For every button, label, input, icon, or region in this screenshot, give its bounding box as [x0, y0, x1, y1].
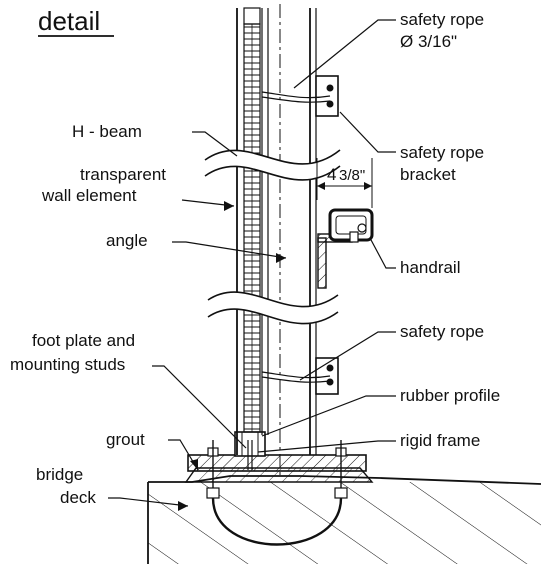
transparent-wall-element: [243, 23, 261, 433]
label-safety-rope-diameter: Ø 3/16": [400, 32, 457, 51]
leader-arrows: [178, 201, 286, 511]
label-bracket-1: safety rope: [400, 143, 484, 162]
label-grout: grout: [106, 430, 145, 449]
label-safety-rope-low: safety rope: [400, 322, 484, 341]
label-rubber-profile: rubber profile: [400, 386, 500, 405]
label-foot-plate-1: foot plate and: [32, 331, 135, 350]
label-angle: angle: [106, 231, 148, 250]
dimension-handrail-offset: 4 3/8": [316, 158, 373, 208]
label-bridge: bridge: [36, 465, 83, 484]
label-h-beam: H - beam: [72, 122, 142, 141]
label-bracket-2: bracket: [400, 165, 456, 184]
break-line-upper: [204, 149, 341, 181]
label-rigid-frame: rigid frame: [400, 431, 480, 450]
dimension-minor-text: 3/8": [339, 167, 365, 184]
label-handrail: handrail: [400, 258, 461, 277]
break-line-lower: [207, 291, 339, 325]
safety-rope-bracket-upper: [261, 75, 339, 117]
foot-plate: [187, 440, 367, 546]
label-safety-rope-top: safety rope: [400, 10, 484, 29]
label-deck: deck: [60, 488, 96, 507]
label-transparent-2: wall element: [41, 186, 137, 205]
dimension-major-text: 4: [327, 165, 336, 184]
page-title: detail: [38, 6, 100, 36]
label-foot-plate-2: mounting studs: [10, 355, 125, 374]
handrail-assembly: [317, 208, 374, 289]
label-transparent-1: transparent: [80, 165, 166, 184]
